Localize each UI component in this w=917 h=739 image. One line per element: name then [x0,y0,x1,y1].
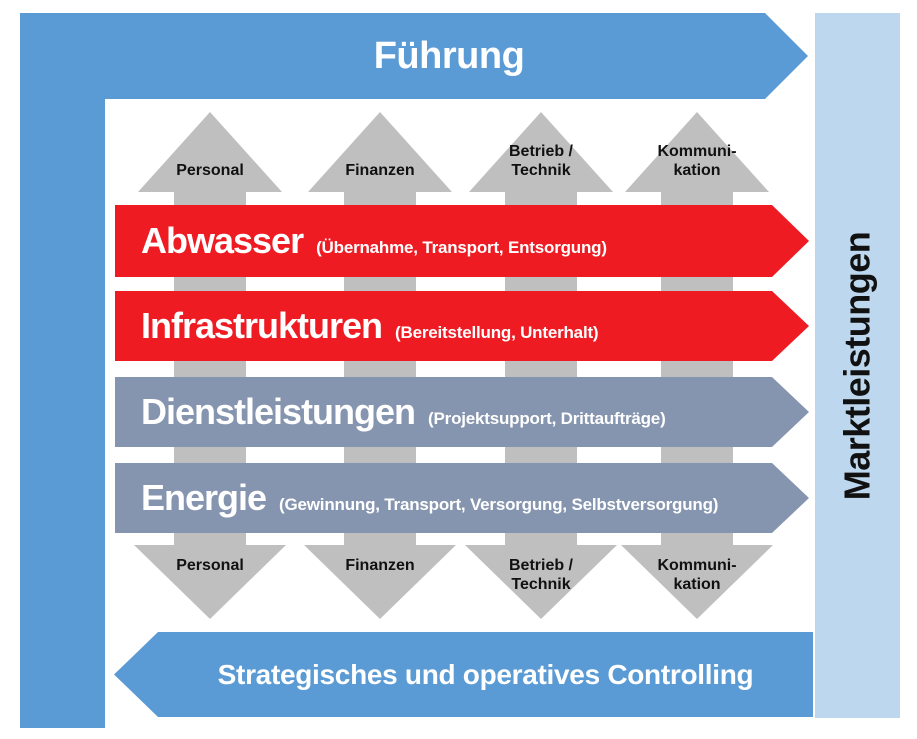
process-arrow-energie: Energie (Gewinnung, Transport, Versorgun… [115,463,809,533]
process-arrow-dienstleistungen: Dienstleistungen (Projektsupport, Dritta… [115,377,809,447]
support-label-bottom: Kommuni- kation [617,556,777,594]
support-label-bottom: Betrieb / Technik [461,556,621,594]
controlling-arrow: Strategisches und operatives Controlling [114,632,813,717]
support-label-top: Kommuni- kation [617,142,777,180]
support-label-line: Technik [511,162,571,179]
leadership-arrow: Führung [20,13,808,99]
process-arrow-title: Abwasser [141,220,304,261]
leadership-arrow-label: Führung [373,34,525,77]
process-arrow-title: Dienstleistungen [141,391,416,432]
support-label-top: Betrieb / Technik [461,142,621,180]
support-label-line: Finanzen [345,162,415,179]
left-frame-bar [20,13,105,728]
up-arrow-icon [308,112,452,192]
support-label-line: Personal [176,162,244,179]
process-arrow-subtitle: (Gewinnung, Transport, Versorgung, Selbs… [279,495,719,514]
process-arrow-subtitle: (Projektsupport, Drittaufträge) [428,409,666,428]
support-label-top: Personal [130,161,290,180]
support-label-line: Betrieb / [508,143,573,160]
process-arrow-subtitle: (Übernahme, Transport, Entsorgung) [316,238,607,257]
support-label-top: Finanzen [300,161,460,180]
process-arrow-abwasser: Abwasser (Übernahme, Transport, Entsorgu… [115,205,809,277]
process-arrow-title: Infrastrukturen [141,305,383,346]
process-arrow-infrastrukturen: Infrastrukturen (Bereitstellung, Unterha… [115,291,809,361]
process-arrow-title: Energie [141,477,267,518]
up-arrow-icon [138,112,282,192]
support-label-line: Personal [176,557,244,574]
support-label-line: kation [673,162,721,179]
process-arrow-subtitle: (Bereitstellung, Unterhalt) [395,323,599,342]
support-label-line: Technik [511,576,571,593]
support-label-line: kation [673,576,721,593]
market-services-label: Marktleistungen [836,231,878,500]
support-label-bottom: Personal [130,556,290,575]
market-services-bar: Marktleistungen [815,13,900,718]
support-label-line: Kommuni- [657,143,737,160]
support-label-line: Kommuni- [657,557,737,574]
controlling-arrow-label: Strategisches und operatives Controlling [217,658,754,690]
support-label-bottom: Finanzen [300,556,460,575]
support-label-line: Finanzen [345,557,415,574]
support-label-line: Betrieb / [508,557,573,574]
